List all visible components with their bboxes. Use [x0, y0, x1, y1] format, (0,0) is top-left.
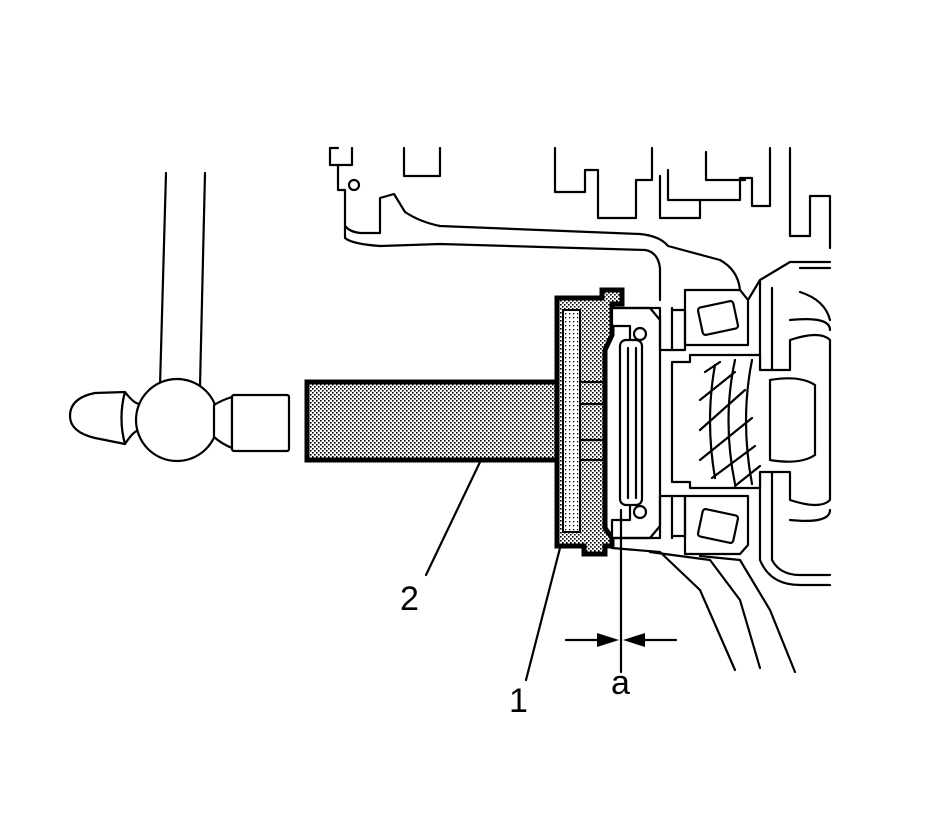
- output-shaft: [670, 290, 832, 522]
- housing-top-rib-1: [402, 146, 442, 178]
- housing-top-rib-4: [788, 146, 832, 250]
- seal-spring-upper: [632, 326, 648, 342]
- leader-line-2: [424, 460, 482, 577]
- bearing-roller-lower: [696, 508, 740, 544]
- seal-lip-detail: [626, 346, 638, 500]
- housing-lower-sweep-2: [648, 550, 762, 670]
- hammer: [68, 171, 291, 463]
- hammer-face-left: [68, 390, 127, 446]
- installer-inner-recess: [562, 309, 581, 533]
- housing-left-step: [328, 146, 354, 167]
- seal-assembly: [610, 306, 674, 540]
- hammer-handle: [158, 171, 207, 388]
- housing-lower-sweep-1: [610, 546, 737, 672]
- shaft-splines: [698, 360, 762, 488]
- hammer-face-right: [230, 393, 291, 453]
- housing-bolt-hole: [347, 178, 361, 192]
- shaft-centre-ring: [788, 290, 832, 522]
- housing-top-rib-5: [666, 150, 747, 202]
- bearing-assembly: [670, 288, 750, 556]
- bearing-cone-lower: [670, 494, 687, 538]
- housing-lower-sweep-3: [698, 554, 797, 674]
- callout-label-1: 1: [509, 682, 528, 720]
- transmission-housing: [328, 146, 832, 674]
- shaft-end-bore: [768, 377, 817, 463]
- shaft-spline-curves: [708, 358, 754, 486]
- seal-flange-lower: [610, 494, 674, 540]
- housing-upper-contour-inner: [343, 224, 662, 302]
- installer-bore-lines: [578, 380, 607, 462]
- housing-top-rib-3: [658, 146, 772, 220]
- dimension-a: [564, 508, 678, 674]
- seal-lip-body: [618, 338, 644, 507]
- bearing-roller-upper: [696, 300, 740, 336]
- hammer-head: [134, 377, 220, 463]
- housing-top-rib-2: [553, 146, 654, 220]
- dimension-a-arrow-right: [623, 633, 645, 647]
- driver-handle-shaft: [304, 379, 580, 463]
- seal-installer-tool: [554, 287, 625, 557]
- driver-handle-tool: [304, 379, 580, 463]
- seal-spring-lower: [632, 504, 648, 520]
- dimension-a-arrow-left: [597, 633, 619, 647]
- leader-line-1: [524, 546, 562, 682]
- housing-right-wall-inner: [770, 266, 832, 577]
- callout-label-a: a: [611, 664, 630, 702]
- seal-flange-upper: [610, 306, 674, 352]
- hammer-neck-left: [120, 390, 142, 446]
- callout-label-2: 2: [400, 580, 419, 618]
- hammer-neck-right: [212, 395, 234, 450]
- bearing-cone-upper: [670, 308, 687, 352]
- housing-upper-contour: [328, 146, 742, 292]
